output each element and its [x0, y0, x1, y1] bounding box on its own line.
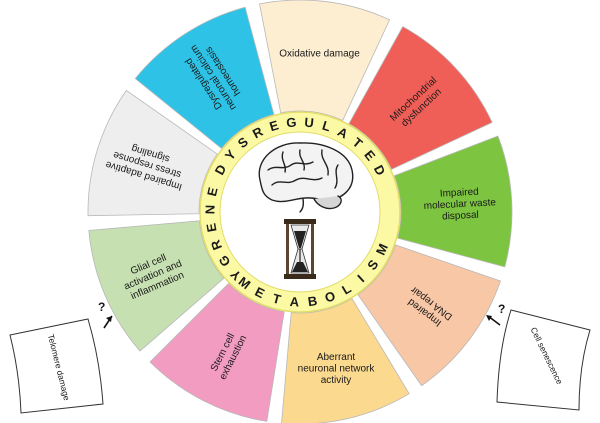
svg-text:N: N [202, 205, 217, 215]
segment-9 [259, 0, 391, 121]
hourglass-icon [284, 219, 316, 279]
cell-senescence-box: Cell senescence ? [486, 302, 591, 411]
svg-text:B: B [307, 293, 318, 309]
segment-7 [87, 89, 218, 217]
svg-text:G: G [286, 114, 298, 130]
segment-8 [134, 6, 275, 150]
question-mark-right: ? [498, 302, 505, 316]
telomere-damage-box: Telomere damage ? [9, 300, 113, 414]
segment-1 [348, 26, 493, 170]
svg-text:E: E [204, 186, 221, 198]
arrowhead-right-icon [486, 315, 492, 321]
arrowhead-left-icon [106, 316, 112, 322]
question-mark-left: ? [98, 300, 105, 314]
segment-6 [88, 220, 225, 352]
svg-text:E: E [203, 222, 219, 233]
senescence-box-shape [496, 309, 591, 411]
segment-label-9: Oxidative damage [279, 49, 360, 60]
segments-layer [87, 0, 513, 423]
svg-text:O: O [323, 288, 338, 306]
telomere-box-shape [9, 318, 104, 414]
segment-2 [393, 135, 513, 268]
svg-text:U: U [304, 115, 315, 131]
svg-text:A: A [289, 294, 300, 310]
segment-4 [281, 298, 410, 423]
segment-3 [357, 244, 501, 387]
segment-label-2: Impairedmolecular wastedisposal [423, 186, 497, 224]
segment-5 [149, 282, 285, 422]
brain-icon [258, 142, 354, 213]
svg-text:T: T [271, 291, 283, 308]
